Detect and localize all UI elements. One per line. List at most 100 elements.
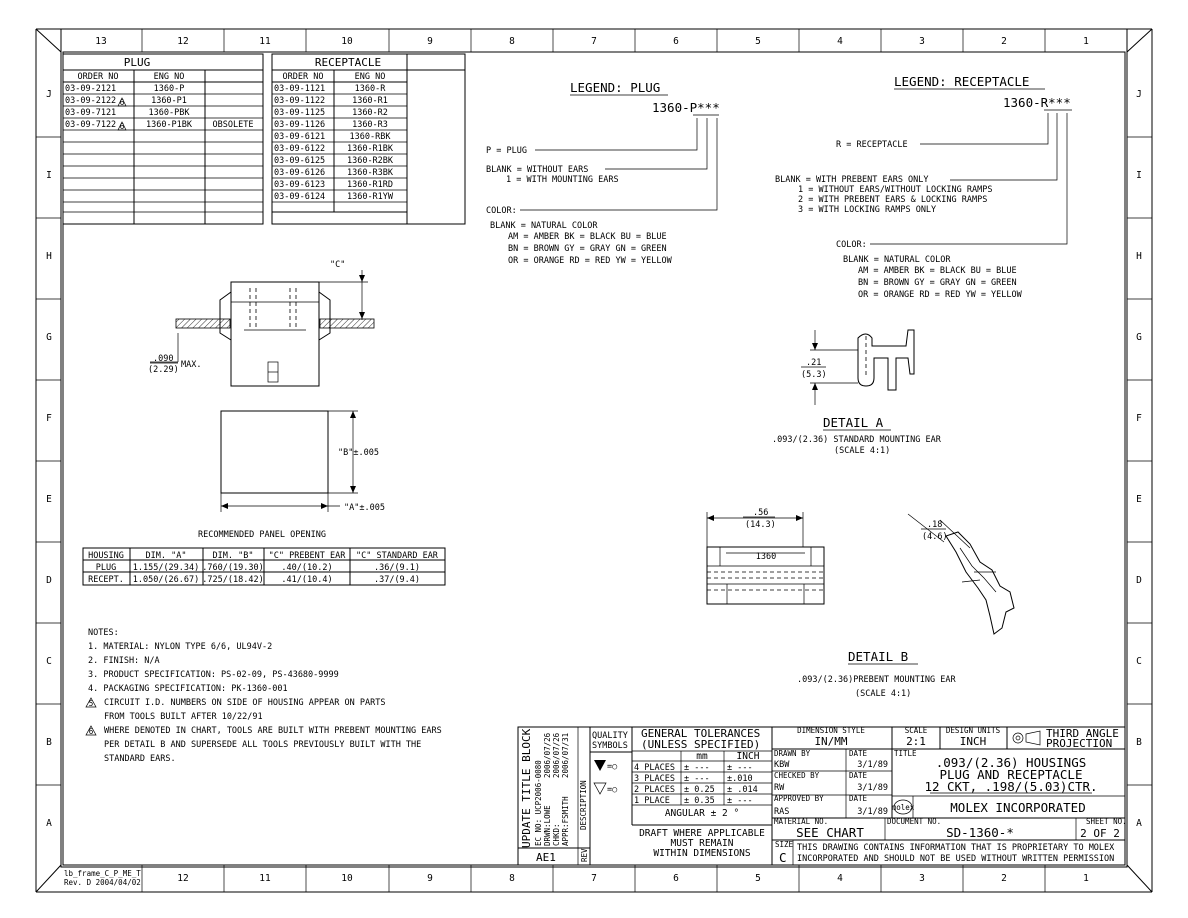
row-label: I bbox=[1136, 170, 1142, 181]
order-number: 03-09-1122 bbox=[274, 96, 325, 106]
panel-opening-view: "B"±.005 "A"±.005 RECOMMENDED PANEL OPEN… bbox=[198, 410, 385, 540]
quality-symbol-text: =○ bbox=[607, 762, 617, 772]
order-number: 03-09-1126 bbox=[274, 120, 325, 130]
legend-color-line: BLANK = NATURAL COLOR bbox=[843, 255, 951, 265]
note-line: 1. MATERIAL: NYLON TYPE 6/6, UL94V-2 bbox=[88, 642, 272, 652]
receptacle-table-title: RECEPTACLE bbox=[315, 56, 381, 69]
table-cell: .725/(18.42) bbox=[202, 575, 263, 585]
revision-code: AE1 bbox=[536, 851, 556, 864]
zone-label: 1 bbox=[1083, 873, 1089, 884]
dimension-style-label: DIMENSION STYLE bbox=[797, 726, 865, 735]
eng-number: 1360-R3 bbox=[352, 120, 388, 130]
table-cell: .41/(10.4) bbox=[281, 575, 332, 585]
note-line: CIRCUIT I.D. NUMBERS ON SIDE OF HOUSING … bbox=[104, 698, 385, 708]
column-header: HOUSING bbox=[88, 551, 124, 561]
table-cell: PLUG bbox=[96, 563, 116, 573]
material-label: MATERIAL NO. bbox=[774, 817, 828, 826]
checked-by-label: CHECKED BY bbox=[774, 771, 820, 780]
column-header: ENG NO bbox=[154, 72, 185, 82]
drawing-title: 12 CKT, .198/(5.03)CTR. bbox=[924, 779, 1097, 794]
legend-plug-code: 1360-P*** bbox=[652, 100, 720, 115]
tolerance-unit: INCH bbox=[737, 751, 760, 762]
zone-label: 9 bbox=[427, 873, 433, 884]
table-cell: .40/(10.2) bbox=[281, 563, 332, 573]
legend-color-label: COLOR: bbox=[836, 240, 867, 250]
zone-label: 7 bbox=[591, 873, 597, 884]
update-title-block-label: UPDATE TITLE BLOCK bbox=[520, 728, 533, 848]
proprietary-notice: THIS DRAWING CONTAINS INFORMATION THAT I… bbox=[797, 843, 1115, 853]
tolerance-places: 2 PLACES bbox=[634, 785, 675, 795]
design-units-label: DESIGN UNITS bbox=[946, 726, 1001, 735]
zone-label: 4 bbox=[837, 873, 843, 884]
dimension-value: .21 bbox=[806, 358, 821, 368]
legend-line: R = RECEPTACLE bbox=[836, 140, 908, 150]
legend-plug: LEGEND: PLUG 1360-P*** P = PLUG BLANK = … bbox=[486, 80, 720, 266]
legend-receptacle-code: 1360-R*** bbox=[1003, 95, 1071, 110]
column-header: "C" STANDARD EAR bbox=[356, 551, 439, 561]
plug-table: PLUG ORDER NO ENG NO 03-09-2121 1360-P 0… bbox=[62, 53, 264, 225]
tolerance-mm: ± --- bbox=[684, 763, 710, 773]
column-header: "C" PREBENT EAR bbox=[269, 551, 347, 561]
dimension-value: .090 bbox=[153, 354, 173, 364]
order-number: 03-09-7121 bbox=[65, 108, 116, 118]
note-line: 4. PACKAGING SPECIFICATION: PK-1360-001 bbox=[88, 684, 288, 694]
eng-number: 1360-RBK bbox=[350, 132, 392, 142]
table-cell: .760/(19.30) bbox=[202, 563, 263, 573]
tolerance-places: 1 PLACE bbox=[634, 796, 670, 806]
housing-top-view: 1360 .56 (14.3) bbox=[706, 508, 825, 605]
order-number: 03-09-1121 bbox=[274, 84, 325, 94]
zone-label: 3 bbox=[919, 873, 925, 884]
legend-plug-title: LEGEND: PLUG bbox=[570, 80, 660, 95]
detail-a-scale: (SCALE 4:1) bbox=[834, 446, 890, 456]
design-units-value: INCH bbox=[960, 735, 987, 748]
eng-number: 1360-R1BK bbox=[347, 144, 394, 154]
sheet-label: SHEET NO. bbox=[1086, 817, 1127, 826]
zone-label: 3 bbox=[919, 36, 925, 47]
dimension-a-label: "A"±.005 bbox=[344, 503, 385, 513]
tolerance-subtitle: (UNLESS SPECIFIED) bbox=[641, 738, 760, 751]
quality-symbol-icon bbox=[594, 760, 606, 771]
material-value: SEE CHART bbox=[796, 825, 864, 840]
receptacle-rows: 03-09-1121 1360-R 03-09-1122 1360-R1 03-… bbox=[274, 84, 394, 202]
date-value: 3/1/89 bbox=[857, 807, 888, 817]
zone-label: 6 bbox=[673, 36, 679, 47]
tolerance-mm: ± 0.25 bbox=[684, 785, 715, 795]
scale-label: SCALE bbox=[905, 726, 928, 735]
note-line: 2. FINISH: N/A bbox=[88, 656, 160, 666]
dimension-value: (5.3) bbox=[801, 370, 827, 380]
legend-line: 1 = WITHOUT EARS/WITHOUT LOCKING RAMPS bbox=[798, 185, 992, 195]
row-label: A bbox=[46, 818, 52, 829]
legend-color-line: AM = AMBER BK = BLACK BU = BLUE bbox=[508, 232, 667, 242]
tolerance-mm: ± 0.35 bbox=[684, 796, 715, 806]
dimension-b-label: "B"±.005 bbox=[338, 448, 379, 458]
plug-table-title: PLUG bbox=[124, 56, 151, 69]
row-label: I bbox=[46, 170, 52, 181]
zone-label: 2 bbox=[1001, 36, 1007, 47]
approved-by-value: RAS bbox=[774, 807, 789, 817]
revision-date: 2006/07/31 bbox=[561, 733, 570, 778]
zone-ticks bbox=[36, 29, 1152, 892]
tolerance-mm: ± --- bbox=[684, 774, 710, 784]
zone-label: 11 bbox=[259, 36, 271, 47]
column-header: ENG NO bbox=[355, 72, 386, 82]
dimension-value: .18 bbox=[927, 520, 942, 530]
detail-b-scale: (SCALE 4:1) bbox=[855, 689, 911, 699]
notes: NOTES: 1. MATERIAL: NYLON TYPE 6/6, UL94… bbox=[85, 628, 442, 764]
revision-flag-number: 6 bbox=[120, 98, 125, 107]
column-header: DIM. "B" bbox=[213, 551, 254, 561]
dimension-table: HOUSING DIM. "A" DIM. "B" "C" PREBENT EA… bbox=[82, 547, 446, 586]
description-label: DESCRIPTION bbox=[579, 780, 588, 830]
proprietary-notice: INCORPORATED AND SHOULD NOT BE USED WITH… bbox=[797, 854, 1114, 864]
tolerance-inch: ±.010 bbox=[727, 774, 753, 784]
row-label: G bbox=[1136, 332, 1142, 343]
tolerance-inch: ± --- bbox=[727, 763, 753, 773]
detail-a-description: .093/(2.36) STANDARD MOUNTING EAR bbox=[772, 435, 942, 445]
dimension-style-value: IN/MM bbox=[814, 735, 847, 748]
row-label: C bbox=[1136, 656, 1142, 667]
row-label: J bbox=[46, 89, 52, 100]
table-cell: .36/(9.1) bbox=[374, 563, 420, 573]
revision-date: 2006/07/26 bbox=[543, 732, 552, 778]
title-label: TITLE bbox=[894, 749, 917, 758]
note-flag-number: 5 bbox=[89, 699, 94, 708]
note-line: WHERE DENOTED IN CHART, TOOLS ARE BUILT … bbox=[104, 726, 442, 736]
